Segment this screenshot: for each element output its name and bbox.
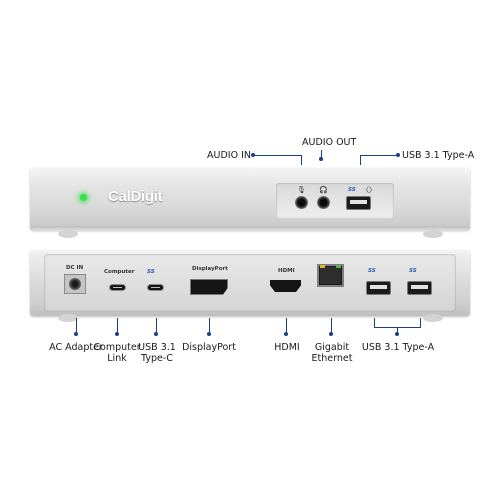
callout-dot <box>251 153 255 157</box>
callout-dot <box>396 153 400 157</box>
callout-dot <box>319 157 323 161</box>
callout-computer-link-2: Link <box>107 353 127 364</box>
callout-dot <box>74 332 78 336</box>
dock-front-edge <box>32 226 468 232</box>
dock-front-panel <box>30 168 470 230</box>
callout-line-usb-c <box>156 318 157 334</box>
callout-dot <box>395 332 399 336</box>
dock-foot <box>423 314 443 322</box>
front-port-recess <box>276 183 394 219</box>
callout-line-audio-out <box>321 150 322 161</box>
callout-usb-c-2: Type-C <box>141 353 173 364</box>
hdmi-mark: HDMI <box>278 268 295 274</box>
brand-logo: CalDigit <box>108 188 163 205</box>
callout-line-usb-a-rear-right <box>420 318 421 327</box>
callout-usb-a-front: USB 3.1 Type-A <box>402 150 475 161</box>
callout-line-usb-a-front-drop <box>360 155 361 165</box>
usb-a-rear-port-2 <box>407 281 432 295</box>
callout-audio-in: AUDIO IN <box>207 150 251 161</box>
callout-usb-c-1: USB 3.1 <box>138 342 176 353</box>
callout-dot <box>329 332 333 336</box>
power-led <box>80 194 87 201</box>
displayport-mark: DisplayPort <box>192 266 228 272</box>
callout-line-audio-in-drop <box>301 155 302 165</box>
callout-ethernet-2: Ethernet <box>311 353 353 364</box>
callout-ethernet-1: Gigabit <box>314 342 350 353</box>
headphones-icon: 🎧 <box>319 187 328 194</box>
callout-ac-adapter: AC Adapter <box>49 342 103 353</box>
callout-dot <box>207 332 211 336</box>
callout-dot <box>115 332 119 336</box>
callout-computer-link-1: Computer <box>93 342 141 353</box>
usb-a-rear-mark-1: SS <box>368 268 376 274</box>
callout-line-hdmi <box>286 318 287 334</box>
ethernet-led <box>320 265 325 268</box>
usb-a-rear-mark-2: SS <box>409 268 417 274</box>
microphone-icon: 🎙 <box>297 187 306 194</box>
callout-dot <box>154 332 158 336</box>
usb-a-rear-port-1 <box>366 281 391 295</box>
ethernet-port <box>317 264 344 287</box>
audio-in-jack <box>295 196 308 209</box>
callout-line-computer <box>117 318 118 334</box>
callout-line-audio-in <box>253 155 301 156</box>
charge-icon: 〈〉 <box>362 187 376 194</box>
usb-front-mark: SS <box>348 187 356 193</box>
usb-c-port <box>147 284 164 291</box>
usb-a-front-port <box>346 196 371 210</box>
callout-displayport: DisplayPort <box>182 342 236 353</box>
callout-audio-out: AUDIO OUT <box>302 137 357 148</box>
callout-usb-a-rear: USB 3.1 Type-A <box>361 342 435 353</box>
displayport-port <box>190 279 228 295</box>
usb-c-mark: SS <box>147 269 155 275</box>
callout-line-ac <box>76 318 77 334</box>
dock-foot <box>423 230 443 238</box>
callout-dot <box>284 332 288 336</box>
dock-foot <box>58 230 78 238</box>
dc-in-port <box>64 274 86 294</box>
dock-foot <box>58 314 78 322</box>
callout-line-usb-a-front <box>360 155 398 156</box>
callout-line-ethernet <box>331 318 332 334</box>
computer-mark: Computer <box>104 269 135 275</box>
callout-hdmi: HDMI <box>274 342 300 353</box>
ethernet-led <box>336 265 341 268</box>
rear-port-recess <box>44 254 456 312</box>
hdmi-port <box>270 280 301 292</box>
callout-line-usb-a-rear-drop <box>397 327 398 334</box>
callout-line-usb-a-rear-left <box>374 318 375 327</box>
dc-in-mark: DC IN <box>66 265 84 271</box>
callout-line-displayport <box>209 318 210 334</box>
audio-out-jack <box>317 196 330 209</box>
computer-link-port <box>109 284 126 291</box>
